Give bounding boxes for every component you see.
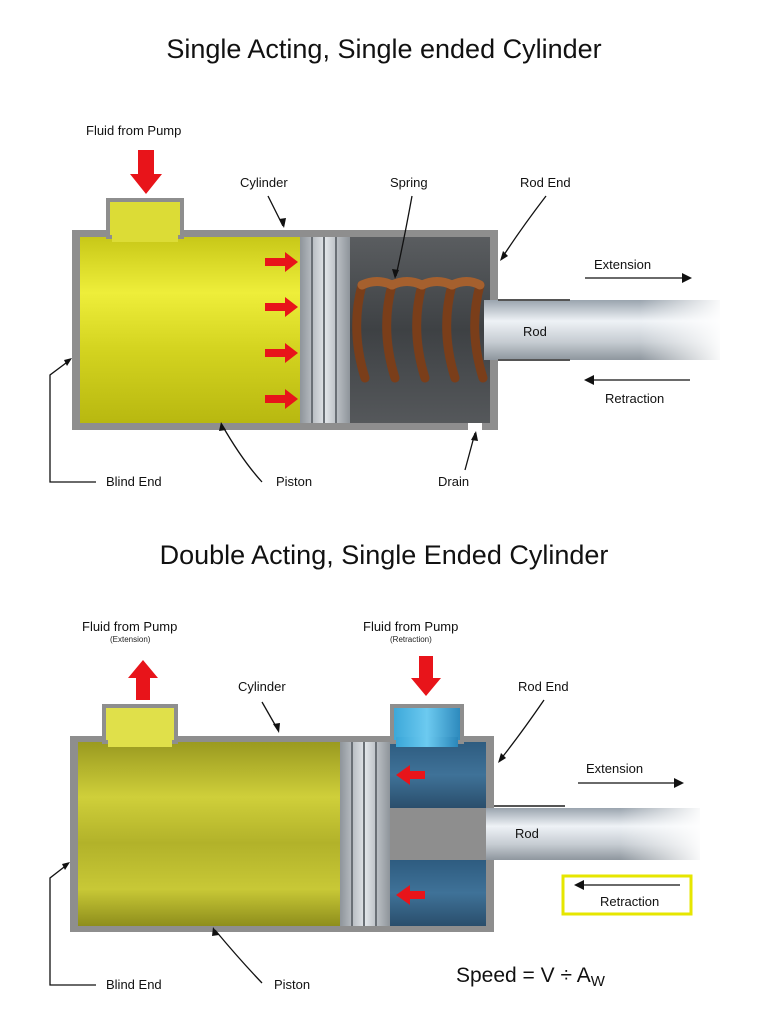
pressure-arrows-1 <box>130 150 298 409</box>
label-fluid-from-pump-retraction: Fluid from Pump <box>363 619 459 634</box>
label-fluid-from-pump-extension: Fluid from Pump <box>82 619 178 634</box>
label-rod-1: Rod <box>523 324 547 339</box>
label-cylinder-1: Cylinder <box>240 175 288 190</box>
label-spring-1: Spring <box>390 175 428 190</box>
label-blind-end-2: Blind End <box>106 977 162 992</box>
leader-lines-1 <box>49 195 690 483</box>
diagram2-title: Double Acting, Single Ended Cylinder <box>159 540 609 570</box>
label-rod-end-2: Rod End <box>518 679 569 694</box>
label-cylinder-2: Cylinder <box>238 679 286 694</box>
speed-formula-subscript: W <box>590 973 605 990</box>
fluid-chamber-extension <box>78 704 340 926</box>
spring-1 <box>352 277 488 383</box>
speed-formula-main: Speed = V ÷ A <box>456 964 591 987</box>
piston-2 <box>340 742 390 926</box>
label-fluid-from-pump-1: Fluid from Pump <box>86 123 182 138</box>
label-fluid-extension-sub: (Extension) <box>110 635 151 644</box>
label-blind-end-1: Blind End <box>106 474 162 489</box>
pressure-arrows-2 <box>128 656 441 905</box>
speed-formula: Speed = V ÷ AW <box>456 964 605 990</box>
arrowheads-1 <box>64 218 692 441</box>
label-rod-end-1: Rod End <box>520 175 571 190</box>
label-retraction-2: Retraction <box>600 894 660 909</box>
fluid-chamber-1 <box>80 198 300 423</box>
label-fluid-retraction-sub: (Retraction) <box>390 635 432 644</box>
label-rod-2: Rod <box>515 826 539 841</box>
label-extension-2: Extension <box>586 761 644 776</box>
label-extension-1: Extension <box>594 257 652 272</box>
label-drain-1: Drain <box>438 474 470 489</box>
diagram1-title: Single Acting, Single ended Cylinder <box>166 34 602 64</box>
retraction-highlight-box <box>561 874 693 916</box>
single-acting-cylinder-diagram <box>49 150 725 483</box>
leader-lines-2 <box>49 699 680 986</box>
piston-1 <box>300 237 350 423</box>
drain-port-1 <box>468 423 482 431</box>
label-piston-2: Piston <box>274 977 311 992</box>
label-piston-1: Piston <box>276 474 313 489</box>
label-retraction-1: Retraction <box>605 391 665 406</box>
arrowheads-2 <box>62 723 684 936</box>
